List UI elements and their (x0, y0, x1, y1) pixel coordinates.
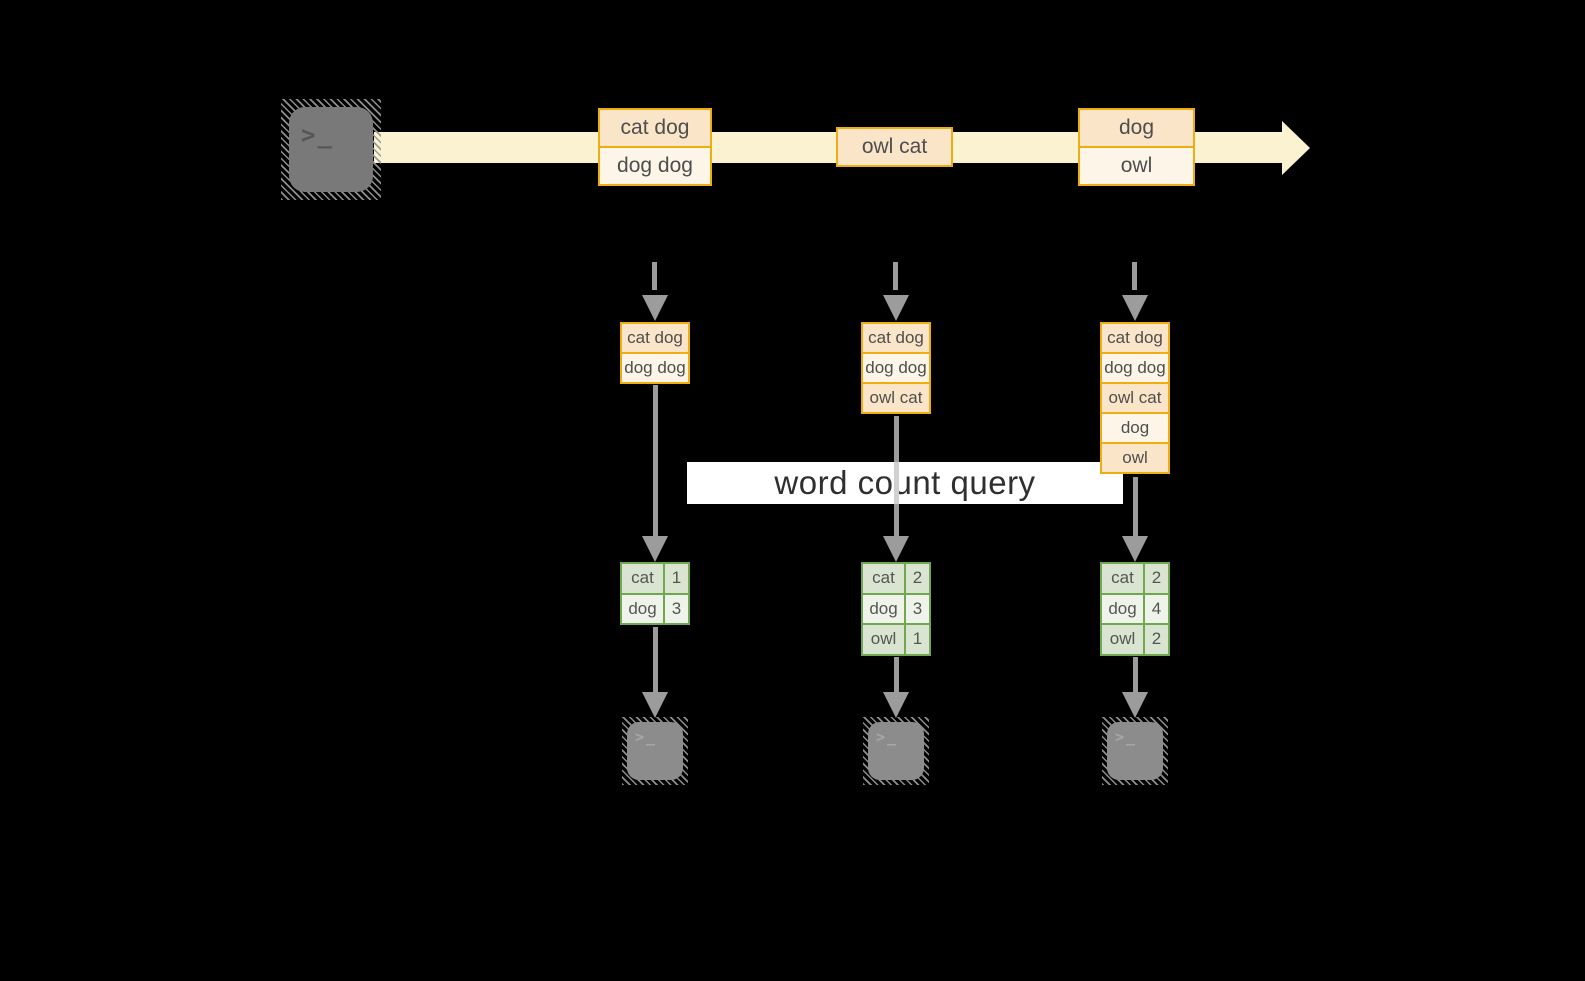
result-row: dog 3 (622, 592, 688, 623)
query-arrowhead-icon (1122, 536, 1148, 562)
sink-arrowhead-icon (642, 692, 668, 718)
result-row: owl 2 (1102, 623, 1168, 654)
result-word-cell: dog (1102, 594, 1145, 623)
input-row: dog dog (1102, 352, 1168, 382)
result-count-cell: 1 (906, 625, 929, 654)
sink-arrow-stem (653, 627, 658, 694)
sink-arrow-stem (894, 657, 899, 694)
input-row: dog (1102, 412, 1168, 442)
stream-batch: cat dog dog dog (598, 108, 712, 186)
input-row: owl (1102, 442, 1168, 472)
input-table: cat dog dog dog owl cat (861, 322, 931, 414)
result-count-cell: 3 (906, 594, 929, 623)
result-count-cell: 1 (665, 564, 688, 593)
result-count-cell: 2 (906, 564, 929, 593)
result-word-cell: owl (1102, 625, 1145, 654)
sink-arrow-stem (1133, 657, 1138, 694)
terminal-sink-body: >_ (627, 722, 683, 780)
result-table: cat 1 dog 3 (620, 562, 690, 625)
sink-arrowhead-icon (1122, 692, 1148, 718)
input-row: cat dog (622, 324, 688, 352)
result-word-cell: cat (622, 564, 665, 593)
stream-record: cat dog (600, 110, 710, 146)
result-row: cat 2 (1102, 564, 1168, 593)
terminal-sink-body: >_ (868, 722, 924, 780)
result-row: owl 1 (863, 623, 929, 654)
input-row: dog dog (863, 352, 929, 382)
stream-arrowhead-icon (1282, 121, 1310, 175)
terminal-sink-body: >_ (1107, 722, 1163, 780)
trigger-arrowhead-icon (1122, 295, 1148, 321)
stream-record: dog dog (600, 146, 710, 184)
result-count-cell: 4 (1145, 594, 1168, 623)
trigger-arrow-dash (893, 262, 898, 290)
result-row: cat 2 (863, 564, 929, 593)
result-count-cell: 2 (1145, 625, 1168, 654)
result-count-cell: 2 (1145, 564, 1168, 593)
result-word-cell: cat (863, 564, 906, 593)
input-table: cat dog dog dog owl cat dog owl (1100, 322, 1170, 474)
result-count-cell: 3 (665, 594, 688, 623)
stream-record: dog (1080, 110, 1193, 146)
result-word-cell: dog (622, 594, 665, 623)
query-arrowhead-icon (642, 536, 668, 562)
input-row: dog dog (622, 352, 688, 382)
input-row: owl cat (1102, 382, 1168, 412)
result-row: cat 1 (622, 564, 688, 593)
terminal-sink-icon: >_ (1102, 717, 1168, 785)
terminal-source-icon: >_ (281, 99, 381, 200)
input-row: cat dog (1102, 324, 1168, 352)
terminal-sink-icon: >_ (863, 717, 929, 785)
terminal-prompt-glyph: >_ (876, 728, 899, 746)
terminal-prompt-glyph: >_ (301, 121, 334, 149)
result-table: cat 2 dog 4 owl 2 (1100, 562, 1170, 656)
terminal-sink-icon: >_ (622, 717, 688, 785)
input-row: cat dog (863, 324, 929, 352)
trigger-arrow-dash (1132, 262, 1137, 290)
result-word-cell: dog (863, 594, 906, 623)
input-row: owl cat (863, 382, 929, 412)
trigger-arrow-dash (652, 262, 657, 290)
stream-record: owl cat (838, 129, 951, 165)
query-banner: word count query (687, 462, 1123, 504)
result-row: dog 3 (863, 592, 929, 623)
terminal-prompt-glyph: >_ (1115, 728, 1138, 746)
query-label: word count query (774, 464, 1036, 501)
result-table: cat 2 dog 3 owl 1 (861, 562, 931, 656)
trigger-arrowhead-icon (642, 295, 668, 321)
trigger-arrowhead-icon (883, 295, 909, 321)
query-arrowhead-icon (883, 536, 909, 562)
result-word-cell: owl (863, 625, 906, 654)
terminal-source-body: >_ (289, 107, 373, 192)
stream-batch: dog owl (1078, 108, 1195, 186)
query-arrow-overlay (894, 462, 899, 504)
query-arrow-stem (1133, 477, 1138, 537)
result-word-cell: cat (1102, 564, 1145, 593)
input-table: cat dog dog dog (620, 322, 690, 384)
query-arrow-stem (653, 385, 658, 537)
stream-record: owl (1080, 146, 1193, 184)
sink-arrowhead-icon (883, 692, 909, 718)
result-row: dog 4 (1102, 592, 1168, 623)
terminal-prompt-glyph: >_ (635, 728, 658, 746)
stream-batch: owl cat (836, 127, 953, 167)
